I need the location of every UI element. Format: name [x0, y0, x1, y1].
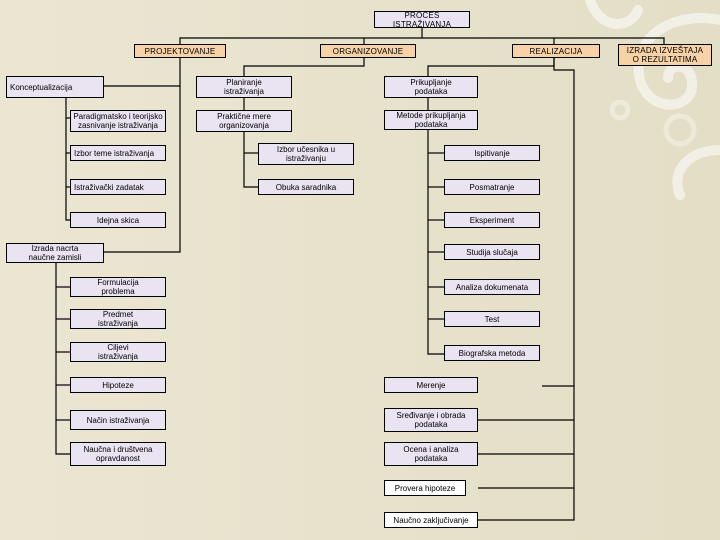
node-provera-hipoteze: Provera hipoteze — [384, 480, 466, 496]
node-izbor-ucesnika: Izbor učesnika u istraživanju — [258, 143, 354, 165]
node-izbor-teme: Izbor teme istraživanja — [70, 145, 166, 161]
node-obuka-saradnika: Obuka saradnika — [258, 179, 354, 195]
node-metode-prikupljanja: Metode prikupljanja podataka — [384, 110, 478, 130]
node-konceptualizacija: Konceptualizacija — [6, 76, 104, 98]
swirl-ornament-icon — [585, 0, 720, 200]
node-ocena-analiza: Ocena i analiza podataka — [384, 442, 478, 466]
phase-box-izrada-izvestaja: IZRADA IZVEŠTAJA O REZULTATIMA — [618, 44, 712, 66]
node-predmet-istrazivanja: Predmet istraživanja — [70, 309, 166, 329]
node-posmatranje: Posmatranje — [444, 179, 540, 195]
root-box-proces-istrazivanja: PROCES ISTRAŽIVANJA — [374, 11, 470, 29]
node-nacin-istrazivanja: Način istraživanja — [70, 410, 166, 430]
node-prikupljanje-podataka: Prikupljanje podataka — [384, 76, 478, 98]
node-paradigmatsko-zasnivanje: Paradigmatsko i teorijsko zasnivanje ist… — [70, 110, 166, 132]
node-analiza-dokumenata: Analiza dokumenata — [444, 279, 540, 295]
node-biografska-metoda: Biografska metoda — [444, 345, 540, 361]
node-ciljevi-istrazivanja: Ciljevi istraživanja — [70, 342, 166, 362]
node-planiranje-istrazivanja: Planiranje istraživanja — [196, 76, 292, 98]
node-istrazivacki-zadatak: Istraživački zadatak — [70, 179, 166, 195]
node-prakticne-mere: Praktične mere organizovanja — [196, 110, 292, 132]
node-idejna-skica: Idejna skica — [70, 212, 166, 228]
node-eksperiment: Eksperiment — [444, 212, 540, 228]
node-izrada-nacrta: Izrada nacrta naučne zamisli — [6, 243, 104, 263]
node-sredjivanje-obrada: Sređivanje i obrada podataka — [384, 408, 478, 432]
node-test: Test — [444, 311, 540, 327]
node-formulacija-problema: Formulacija problema — [70, 277, 166, 297]
node-naucna-opravdanost: Naučna i društvena opravdanost — [70, 442, 166, 466]
phase-box-realizacija: REALIZACIJA — [512, 44, 600, 58]
node-merenje: Merenje — [384, 377, 478, 393]
node-studija-slucaja: Studija slučaja — [444, 244, 540, 260]
node-naucno-zakljucivanje: Naučno zaključivanje — [384, 512, 478, 528]
node-ispitivanje: Ispitivanje — [444, 145, 540, 161]
node-hipoteze: Hipoteze — [70, 377, 166, 393]
phase-box-organizovanje: ORGANIZOVANJE — [320, 44, 416, 58]
phase-box-projektovanje: PROJEKTOVANJE — [134, 44, 226, 58]
